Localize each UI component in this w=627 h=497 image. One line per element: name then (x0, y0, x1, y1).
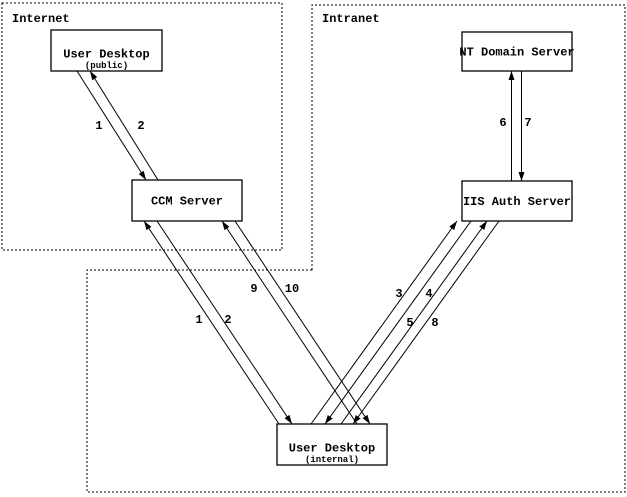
edge-label-6-iis-auth-server-to-nt-domain-server: 6 (499, 116, 506, 130)
edge-label-1-user-desktop-public-to-ccm-server: 1 (95, 119, 102, 133)
node-user-desktop-public: User Desktop(public) (50, 29, 163, 72)
edge-label-5-user-desktop-internal-to-iis-auth-server: 5 (406, 316, 413, 330)
node-iis-auth-server: IIS Auth Server (461, 180, 573, 222)
node-user-desktop-internal: User Desktop(internal) (276, 423, 388, 466)
region-internet-border (1, 2, 283, 251)
edge-label-7-nt-domain-server-to-iis-auth-server: 7 (524, 116, 531, 130)
edge-label-4-iis-auth-server-to-user-desktop-internal: 4 (425, 287, 432, 301)
edge-1-user-desktop-public-to-ccm-server (76, 70, 147, 181)
edge-2-ccm-server-to-user-desktop-internal (156, 220, 293, 425)
edge-5-user-desktop-internal-to-iis-auth-server (340, 220, 488, 425)
edge-label-3-user-desktop-internal-to-iis-auth-server: 3 (395, 287, 402, 301)
region-intranet-border (86, 4, 626, 493)
edge-2-ccm-server-to-user-desktop-public (89, 70, 159, 181)
edge-label-10-ccm-server-to-user-desktop-internal: 10 (285, 282, 299, 296)
node-user-desktop-public-box (50, 29, 163, 72)
node-ccm-server-box (131, 179, 243, 222)
edge-4-iis-auth-server-to-user-desktop-internal (324, 220, 472, 425)
edge-9-user-desktop-internal-to-ccm-server (221, 220, 358, 425)
node-iis-auth-server-label: IIS Auth Server (463, 195, 571, 209)
edge-3-user-desktop-internal-to-iis-auth-server (310, 220, 458, 425)
region-internet-label: Internet (12, 12, 70, 26)
node-ccm-server-label: CCM Server (151, 195, 223, 209)
node-ccm-server: CCM Server (131, 179, 243, 222)
region-intranet-label: Intranet (322, 12, 380, 26)
node-user-desktop-internal-sublabel: (internal) (305, 455, 359, 465)
node-nt-domain-server-label: NT Domain Server (459, 46, 574, 60)
node-user-desktop-public-sublabel: (public) (85, 61, 128, 71)
edge-label-2-ccm-server-to-user-desktop-internal: 2 (224, 313, 231, 327)
edge-8-iis-auth-server-to-user-desktop-internal (352, 220, 500, 425)
edge-label-2-ccm-server-to-user-desktop-public: 2 (137, 119, 144, 133)
edge-1-user-desktop-internal-to-ccm-server (143, 220, 280, 425)
node-iis-auth-server-box (461, 180, 573, 222)
node-user-desktop-public-label: User Desktop (63, 48, 149, 62)
edge-label-9-user-desktop-internal-to-ccm-server: 9 (250, 282, 257, 296)
node-nt-domain-server: NT Domain Server (459, 31, 575, 72)
node-user-desktop-internal-box (276, 423, 388, 466)
edge-label-1-user-desktop-internal-to-ccm-server: 1 (195, 313, 202, 327)
edge-10-ccm-server-to-user-desktop-internal (234, 220, 371, 425)
edge-label-8-iis-auth-server-to-user-desktop-internal: 8 (431, 316, 438, 330)
node-nt-domain-server-box (461, 31, 573, 72)
node-user-desktop-internal-label: User Desktop (289, 442, 375, 456)
